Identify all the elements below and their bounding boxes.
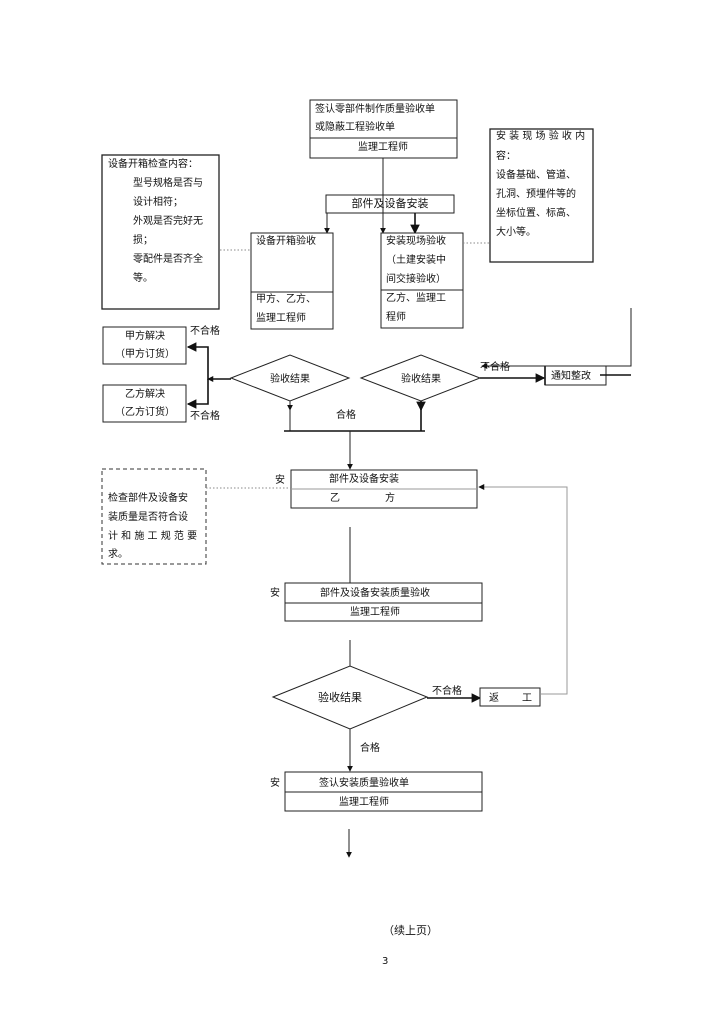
parts-install-top-box: 部件及设备安装	[325, 194, 455, 214]
party-a-line1: 甲方解决	[125, 329, 165, 342]
sign-box-label: 签认安装质量验收单	[319, 776, 409, 789]
top-acceptance-box: 签认零部件制作质量验收单 或隐蔽工程验收单 监理工程师	[309, 99, 458, 159]
site-check-title: （土建安装中	[386, 253, 446, 266]
site-check-title: 安装现场验收	[386, 234, 446, 247]
parts-install-party-right: 方	[385, 491, 395, 504]
connector-rework-return	[478, 484, 568, 695]
quality-note: 检查部件及设备安 装质量是否符合设 计 和 施 工 规 范 要 求。	[101, 468, 207, 565]
install-note-line: 孔洞、预埋件等的	[496, 187, 576, 200]
party-b-line2: （乙方订货）	[115, 405, 175, 418]
unpack-note-line: 型号规格是否与	[133, 176, 203, 189]
unpack-check-role: 甲方、乙方、	[256, 292, 316, 305]
party-a-resolve-box: 甲方解决 （甲方订货）	[102, 326, 187, 365]
unpack-inspection-note: 设备开箱检查内容： 型号规格是否与 设计相符； 外观是否完好无 损； 零配件是否…	[101, 154, 220, 310]
decision-final-label: 验收结果	[318, 690, 362, 704]
install-note-line: 容：	[496, 149, 516, 162]
parts-install-main-label: 部件及设备安装	[329, 472, 399, 485]
side-mark: 安	[275, 473, 285, 486]
fail-label-final: 不合格	[432, 684, 462, 697]
notify-fix-box: 通知整改	[544, 365, 607, 386]
rework-right: 工	[522, 693, 532, 704]
install-note-line: 设备基础、管道、	[496, 168, 576, 181]
unpack-note-line: 零配件是否齐全	[133, 252, 203, 265]
side-mark: 安	[270, 776, 280, 789]
quality-note-line: 求。	[108, 548, 128, 560]
install-note-line: 大小等。	[496, 225, 536, 238]
rework-box: 返 工	[479, 687, 541, 707]
page-number: 3	[382, 956, 388, 967]
rework-left: 返	[489, 692, 499, 704]
fail-label-a: 不合格	[190, 324, 220, 337]
side-mark: 安	[270, 586, 280, 599]
connector-to-party-b	[186, 379, 209, 409]
top-box-role: 监理工程师	[358, 140, 408, 153]
fail-label-b: 不合格	[190, 409, 220, 422]
parts-install-party-left: 乙	[330, 492, 340, 504]
install-note-line: 坐标位置、标高、	[496, 206, 576, 219]
decision-right-label: 验收结果	[401, 372, 441, 385]
sign-acceptance-box: 签认安装质量验收单 监理工程师	[284, 771, 483, 812]
unpack-check-title: 设备开箱验收	[256, 234, 316, 247]
unpack-check-box: 设备开箱验收 甲方、乙方、 监理工程师	[250, 232, 334, 330]
top-box-line1: 签认零部件制作质量验收单	[315, 102, 435, 115]
top-box-line2: 或隐蔽工程验收单	[315, 120, 395, 133]
fail-label-right: 不合格	[480, 360, 510, 373]
decision-left: 验收结果	[229, 354, 351, 402]
party-b-resolve-box: 乙方解决 （乙方订货）	[102, 384, 187, 423]
quality-note-line: 检查部件及设备安	[108, 491, 188, 504]
unpack-check-role: 监理工程师	[256, 311, 306, 324]
unpack-note-line: 设计相符；	[133, 195, 183, 208]
quality-check-box: 部件及设备安装质量验收 监理工程师	[284, 582, 483, 622]
party-a-line2: （甲方订货）	[115, 347, 175, 360]
decision-final: 验收结果	[271, 665, 429, 730]
install-note-line: 安 装 现 场 验 收 内	[496, 129, 585, 142]
decision-right: 验收结果	[359, 354, 482, 402]
site-check-role: 乙方、监理工	[386, 291, 446, 304]
quality-note-line: 装质量是否符合设	[108, 510, 188, 523]
parts-install-top-label: 部件及设备安装	[352, 196, 429, 210]
quality-check-role: 监理工程师	[350, 605, 400, 618]
connector-to-party-a	[186, 342, 231, 380]
unpack-note-line: 设备开箱检查内容：	[108, 157, 198, 170]
site-check-title: 间交接验收）	[386, 272, 446, 285]
unpack-note-line: 等。	[133, 271, 153, 284]
notify-fix-label: 通知整改	[551, 369, 591, 382]
parts-install-main-box: 部件及设备安装 乙 方	[290, 469, 478, 509]
party-b-line1: 乙方解决	[125, 387, 165, 400]
install-site-note: 安 装 现 场 验 收 内 容： 设备基础、管道、 孔洞、预埋件等的 坐标位置、…	[489, 128, 594, 263]
connector-fail-return	[481, 308, 632, 369]
unpack-note-line: 损；	[133, 233, 153, 246]
site-check-role: 程师	[386, 310, 406, 323]
quality-note-line: 计 和 施 工 规 范 要	[108, 529, 197, 542]
decision-left-label: 验收结果	[270, 372, 310, 385]
pass-label-top: 合格	[336, 408, 356, 421]
quality-check-label: 部件及设备安装质量验收	[320, 586, 430, 599]
site-check-box: 安装现场验收 （土建安装中 间交接验收） 乙方、监理工 程师	[380, 232, 464, 329]
unpack-note-line: 外观是否完好无	[133, 214, 203, 227]
sign-box-role: 监理工程师	[339, 795, 389, 808]
pass-label-final: 合格	[360, 741, 380, 754]
continued-label: （续上页）	[383, 923, 438, 937]
